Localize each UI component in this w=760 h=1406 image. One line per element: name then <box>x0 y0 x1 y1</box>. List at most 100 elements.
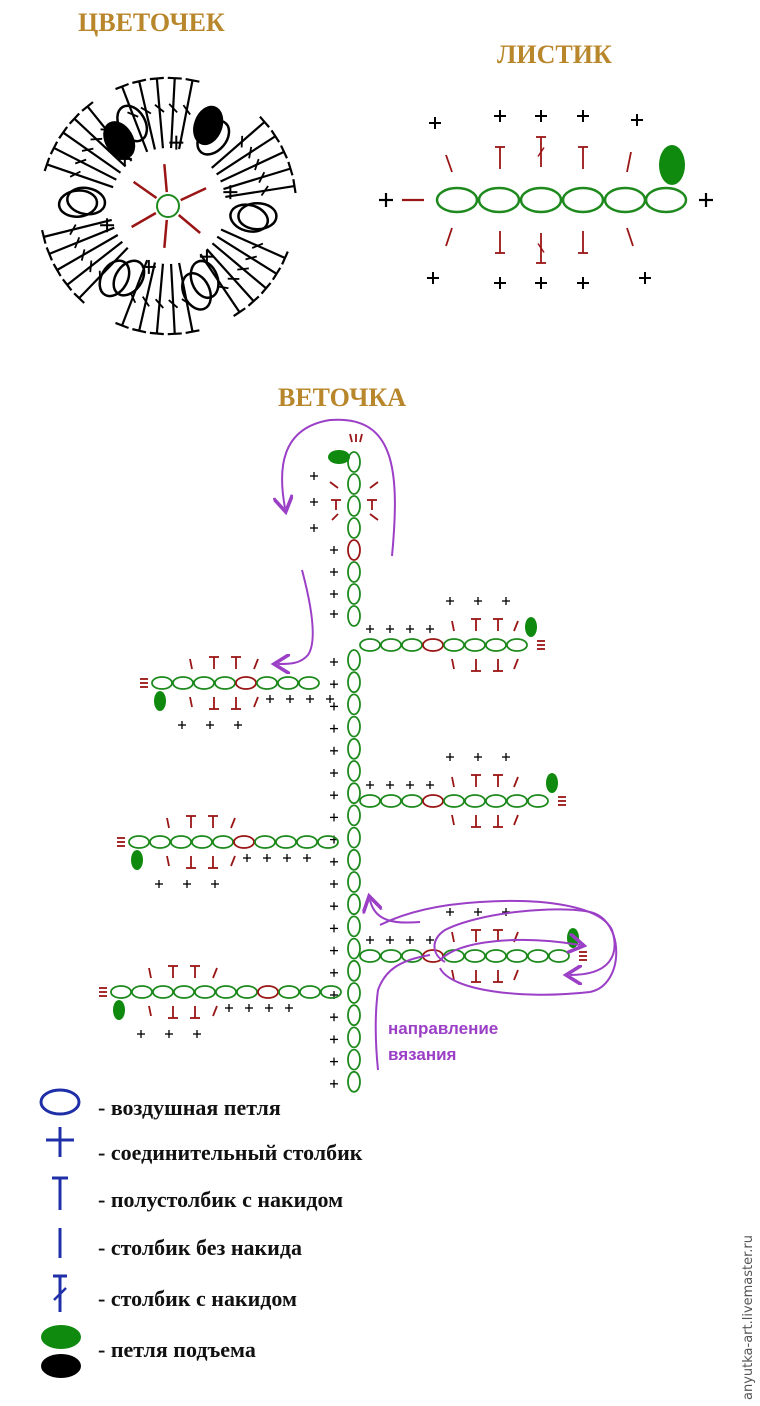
branch-chain-loop <box>172 676 194 690</box>
flower-petal <box>103 76 224 193</box>
branch-chain-loop <box>236 985 258 999</box>
flower-stitch-slash <box>168 299 179 309</box>
flower-tall-stitch <box>53 146 117 181</box>
branch-chain-loop <box>347 871 361 893</box>
flower-chain-loop <box>189 259 220 300</box>
slip-stitch-mark <box>243 854 251 862</box>
branch-chain-loop <box>170 835 192 849</box>
title-branch: ВЕТОЧКА <box>278 383 406 412</box>
double-crochet-slash <box>537 147 545 157</box>
legend-half-double-text: - полустолбик с накидом <box>98 1187 343 1212</box>
branch-chain-loop <box>443 794 465 808</box>
single-crochet-mark <box>513 658 519 670</box>
slip-stitch-mark <box>446 908 454 916</box>
flower-tall-stitch <box>155 263 165 334</box>
branch-chain-loop <box>380 949 402 963</box>
title-flower: ЦВЕТОЧЕК <box>78 8 225 37</box>
flower-tall-stitch <box>56 234 119 271</box>
arrow-up-left <box>370 900 421 924</box>
slip-stitch-mark <box>330 791 338 800</box>
arrow-bottom-loop-outer <box>433 908 618 996</box>
legend-slip-stitch-icon <box>46 1127 74 1157</box>
half-double-mark <box>208 815 218 828</box>
annotation-direction-line2: вязания <box>388 1045 456 1064</box>
slip-stitch-mark <box>406 781 414 789</box>
branch-chain-loop <box>299 985 321 999</box>
single-crochet-mark <box>451 931 455 943</box>
flower-tall-stitch <box>169 78 176 149</box>
branch-chain-loop <box>212 835 234 849</box>
flower-chain-loop <box>112 259 146 297</box>
branch-joining-loop <box>347 539 361 561</box>
leaf-chain-loop <box>519 186 563 214</box>
branch-chain-loop <box>194 985 216 999</box>
slip-stitch-mark <box>330 1057 338 1066</box>
branch-chain-loop <box>347 982 361 1004</box>
half-double-mark <box>231 697 241 710</box>
flower-stitch-slash <box>260 185 269 197</box>
branch-chain-loop <box>320 985 342 999</box>
flower-stitch-slash <box>69 170 81 178</box>
leaf-turning-loop <box>659 145 685 185</box>
single-crochet-mark <box>369 513 379 521</box>
flower-stitch-top <box>271 267 282 281</box>
half-double-mark <box>471 929 481 942</box>
single-crochet-mark <box>329 481 339 489</box>
slip-stitch-mark <box>494 110 506 122</box>
branch-chain-loop <box>506 794 528 808</box>
single-crochet-mark <box>626 151 632 173</box>
branch-chain-loop <box>191 835 213 849</box>
branch-joining-loop <box>233 835 255 849</box>
slip-stitch-mark <box>330 880 338 888</box>
single-crochet-mark <box>230 817 236 829</box>
branch-chain-loop <box>347 1026 361 1049</box>
slip-stitch-mark <box>535 110 547 122</box>
slip-stitch-mark <box>330 610 338 618</box>
single-crochet-mark <box>451 620 455 632</box>
flower-tall-stitch <box>121 86 149 153</box>
flower-tall-stitch <box>138 262 157 331</box>
slip-stitch-mark <box>330 568 338 576</box>
single-crochet-mark <box>451 969 455 981</box>
legend-chain-loop-icon <box>39 1088 81 1116</box>
slip-stitch-mark <box>330 813 338 822</box>
single-crochet-mark <box>513 969 519 981</box>
branch-chain-loop <box>347 1004 361 1027</box>
half-double-mark <box>231 656 241 669</box>
slip-stitch-mark <box>330 857 338 866</box>
single-crochet-mark <box>451 776 455 788</box>
half-double-mark <box>190 1006 200 1019</box>
branch-chain-loop <box>298 676 320 690</box>
branch-chain-loop <box>347 915 361 938</box>
slip-stitch-mark <box>330 946 338 955</box>
slip-stitch-mark <box>427 272 439 284</box>
half-double-mark <box>168 965 178 978</box>
flower-spoke <box>180 187 207 202</box>
flower-stitch-slash <box>90 137 103 141</box>
flower-stitch-top <box>281 251 289 265</box>
slip-stitch-mark <box>137 1030 145 1038</box>
branch-chain-loop <box>347 893 361 916</box>
slip-stitch-mark <box>330 658 338 666</box>
leaf-diagram <box>379 110 713 289</box>
flower-stitch-top <box>61 278 73 292</box>
flower-stitch-slash <box>237 267 249 271</box>
flower-chain-loop <box>57 189 99 218</box>
branch-chain-loop <box>152 985 174 999</box>
flower-stitch-top <box>43 157 51 172</box>
flower-stitch-top <box>41 229 47 244</box>
slip-stitch-mark <box>283 854 291 862</box>
single-crochet-mark <box>445 227 453 247</box>
slip-stitch-mark <box>330 746 338 755</box>
slip-stitch-mark <box>426 936 434 944</box>
branch-chain-loop <box>380 794 402 808</box>
flower-tall-stitch <box>78 246 129 299</box>
branch-chain-loop <box>347 649 361 671</box>
slip-stitch-mark <box>165 1030 173 1038</box>
flower-spoke <box>163 164 169 193</box>
half-double-mark <box>493 659 503 672</box>
slip-stitch-mark <box>502 597 510 605</box>
branch-chain-loop <box>347 583 361 605</box>
slip-stitch-mark <box>379 193 393 207</box>
